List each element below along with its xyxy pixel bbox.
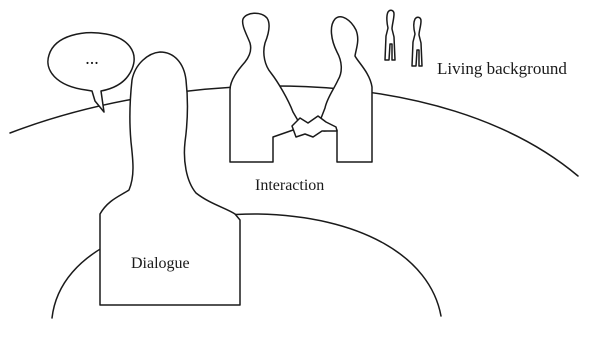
interaction-right-figure — [317, 16, 373, 163]
interaction-label: Interaction — [255, 177, 324, 194]
interaction-left-figure — [229, 12, 301, 163]
speech-bubble-ellipsis: ... — [85, 48, 99, 68]
foreground-ground-arc — [51, 213, 442, 319]
dialogue-label: Dialogue — [131, 255, 190, 272]
interaction-handshake — [291, 115, 338, 138]
speech-bubble — [47, 31, 135, 113]
background-horizon-arc — [9, 85, 579, 177]
living-background-label: Living background — [437, 59, 567, 78]
living-background-person-1 — [384, 9, 396, 61]
dialogue-person-silhouette — [99, 51, 241, 306]
living-background-person-2 — [411, 16, 423, 67]
